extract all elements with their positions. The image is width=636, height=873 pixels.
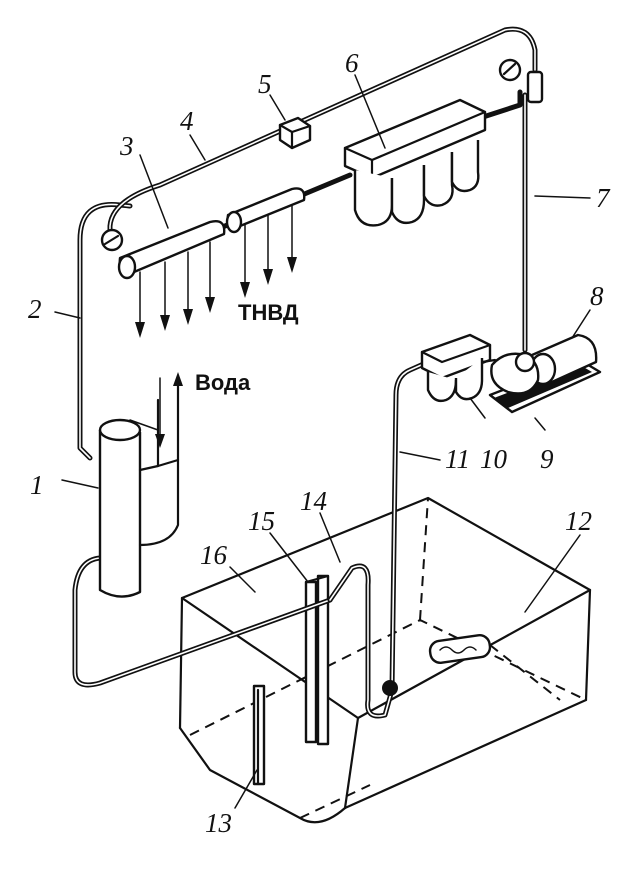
pipe-fittings [100,58,544,696]
water-arrows [155,372,183,448]
label-10: 10 [480,444,508,474]
label-7: 7 [596,183,611,213]
fine-filter [343,98,487,227]
coarse-filter [117,187,306,280]
fuel-lines [72,26,538,719]
intake-strainer [428,634,561,701]
fuel-level-sensor [304,574,330,746]
filter-outlet-arrows [135,204,297,338]
label-1: 1 [30,470,44,500]
label-3: 3 [119,131,134,161]
part-labels: 1 2 3 4 5 6 7 8 9 10 11 12 13 14 15 16 В… [28,48,611,838]
label-2: 2 [28,294,42,324]
label-11: 11 [445,444,470,474]
bypass-valve [278,116,312,150]
label-9: 9 [540,444,554,474]
label-8: 8 [590,281,604,311]
drain-plug [252,684,266,786]
water-label: Вода [195,370,251,395]
label-6: 6 [345,48,359,78]
label-16: 16 [200,540,228,570]
label-14: 14 [300,486,327,516]
hp-pump-label: ТНВД [238,300,299,325]
label-13: 13 [205,808,232,838]
label-15: 15 [248,506,275,536]
label-12: 12 [565,506,592,536]
fuel-tank [178,496,592,824]
water-separator [98,378,180,598]
leader-lines [54,74,591,809]
label-4: 4 [180,106,194,136]
label-5: 5 [258,69,272,99]
fuel-pump-assembly [420,333,602,414]
